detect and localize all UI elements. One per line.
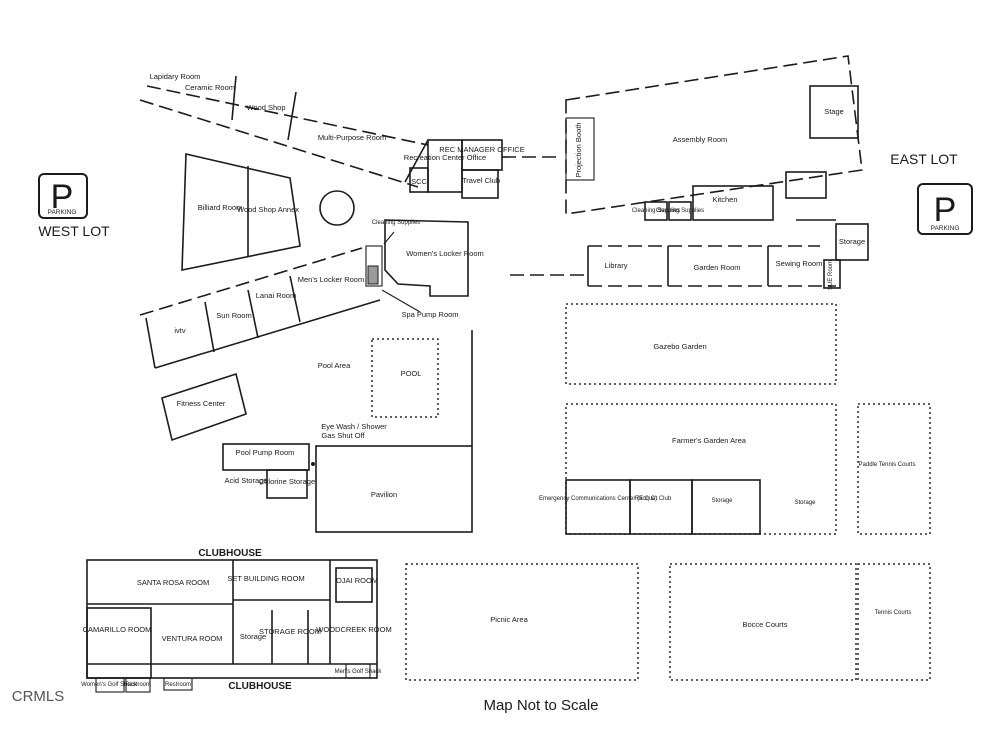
pavilion: [315, 445, 473, 533]
ojai-room-label: OJAI ROOM: [336, 576, 378, 585]
gas-shut-off-label: Gas Shut Off: [321, 431, 365, 440]
clubhouse-title-top: CLUBHOUSE: [198, 548, 262, 559]
racquet-club-label: Racquet Club: [635, 496, 672, 502]
racquet-club: [629, 479, 693, 535]
parking-label: PARKING: [48, 209, 77, 216]
wood-shop-label: Wood Shop: [246, 103, 285, 112]
woodcreek-room-label: WOODCREEK ROOM: [316, 625, 391, 634]
fitness-center-label: Fitness Center: [177, 399, 226, 408]
chlorine-storage-label: Chlorine Storage: [259, 477, 315, 486]
parking-label: PARKING: [931, 225, 960, 232]
kitchen: [692, 185, 774, 221]
cleaning-supplies-east-2-label: Cleaning Supplies: [656, 208, 704, 214]
billiard-annex-building: [181, 153, 301, 271]
mens-locker-room-label: Men's Locker Room: [298, 275, 364, 284]
picnic-area: [405, 563, 639, 681]
pool: [371, 338, 439, 418]
cleaning-supplies-west-label: Cleaning Supplies: [372, 220, 420, 226]
bocce-courts: [669, 563, 857, 681]
billiard-room-label: Billiard Room: [198, 203, 243, 212]
pool-label: POOL: [401, 369, 422, 378]
clubhouse: [86, 559, 378, 693]
sue-room: [823, 259, 841, 289]
lapidary-room-label: Lapidary Room: [150, 72, 201, 81]
pool-pump-room-label: Pool Pump Room: [236, 448, 295, 457]
picnic-area-label: Picnic Area: [490, 615, 528, 624]
round-planter: [319, 190, 355, 226]
scc-label: SCC: [411, 177, 427, 186]
storage-1-label: Storage: [711, 498, 733, 504]
clubhouse-title-bottom: CLUBHOUSE: [228, 681, 292, 692]
mens-golf-shack-label: Men's Golf Shack: [335, 669, 383, 675]
northwest-wing: [139, 75, 560, 199]
travel-club-label: Travel Club: [462, 176, 500, 185]
cleaning-supplies-east-1-label: Cleaning Supplies: [632, 208, 680, 214]
clubhouse-storage-label: Storage: [240, 632, 266, 641]
lanai-room-label: Lanai Room: [256, 291, 296, 300]
multi-purpose-room-label: Multi-Purpose Room: [318, 133, 386, 142]
womens-golf-shack-label: Women's Golf Shack: [81, 682, 138, 688]
sue-room-label: SUE Room: [828, 260, 834, 290]
east-lot-label: EAST LOT: [890, 151, 958, 167]
storage-east: [835, 223, 869, 261]
west-parking-sign: P PARKING: [38, 173, 88, 219]
acid-storage-label: Acid Storage: [225, 476, 268, 485]
kitchen-label: Kitchen: [712, 195, 737, 204]
eye-wash-label: Eye Wash / Shower: [321, 422, 387, 431]
restroom-1-label: Restroom: [125, 682, 151, 688]
assembly-room: [565, 55, 863, 215]
set-building-room-label: SET BUILDING ROOM: [227, 574, 304, 583]
pavilion-label: Pavilion: [371, 490, 397, 499]
tennis-courts: [857, 563, 931, 681]
wood-shop-annex-label: Wood Shop Annex: [237, 205, 299, 214]
projection-booth-label: Projection Booth: [574, 122, 583, 177]
pool-pump-room: [222, 443, 310, 471]
santa-rosa-room-label: SANTA ROSA ROOM: [137, 578, 209, 587]
spa-pump-room-label: Spa Pump Room: [401, 310, 458, 319]
ecc-label: Emergency Communications Center (E C C): [539, 496, 657, 502]
map-scale-note: Map Not to Scale: [483, 697, 598, 714]
ecc: [565, 479, 631, 535]
sun-room-label: Sun Room: [216, 311, 251, 320]
gazebo-garden-label: Gazebo Garden: [653, 342, 706, 351]
paddle-tennis-courts-label: Paddle Tennis Courts: [859, 462, 916, 468]
paddle-tennis-courts: [857, 403, 931, 535]
parking-symbol: P: [51, 178, 74, 216]
storage-2-label: Storage: [794, 500, 816, 506]
parking-symbol: P: [934, 191, 957, 229]
storage-east-label: Storage: [839, 237, 865, 246]
gazebo-garden: [565, 303, 837, 385]
farmers-garden-area: [565, 403, 837, 535]
southwest-wing: [139, 219, 469, 369]
restroom-2-label: Restroom: [165, 682, 191, 688]
pool-area: [161, 330, 473, 533]
rec-manager-office-label: REC MANAGER OFFICE: [439, 145, 524, 154]
stage-label: Stage: [824, 107, 844, 116]
recreation-center-office-label: Recreation Center Office: [404, 153, 486, 162]
womens-locker-room-label: Women's Locker Room: [406, 249, 484, 258]
pool-area-label: Pool Area: [318, 361, 351, 370]
stage: [809, 85, 859, 139]
tennis-courts-label: Tennis Courts: [875, 610, 912, 616]
garden-room-label: Garden Room: [693, 263, 740, 272]
east-building: [510, 55, 869, 289]
east-parking-sign: P PARKING: [917, 183, 973, 235]
storage-room-label: STORAGE ROOM: [259, 627, 321, 636]
library-label: Library: [605, 261, 628, 270]
sewing-room-label: Sewing Room: [776, 259, 823, 268]
watermark: CRMLS: [12, 688, 65, 705]
ventura-room-label: VENTURA ROOM: [162, 634, 223, 643]
chlorine-storage: [266, 469, 308, 499]
farmers-garden-area-label: Farmer's Garden Area: [672, 436, 747, 445]
camarillo-room-label: CAMARILLO ROOM: [83, 625, 152, 634]
west-lot-label: WEST LOT: [38, 223, 110, 239]
assembly-room-label: Assembly Room: [673, 135, 728, 144]
ceramic-room-label: Ceramic Room: [185, 83, 235, 92]
ivtv-label: ivtv: [174, 326, 186, 335]
fitness-center: [161, 372, 247, 442]
bocce-courts-label: Bocce Courts: [742, 620, 787, 629]
